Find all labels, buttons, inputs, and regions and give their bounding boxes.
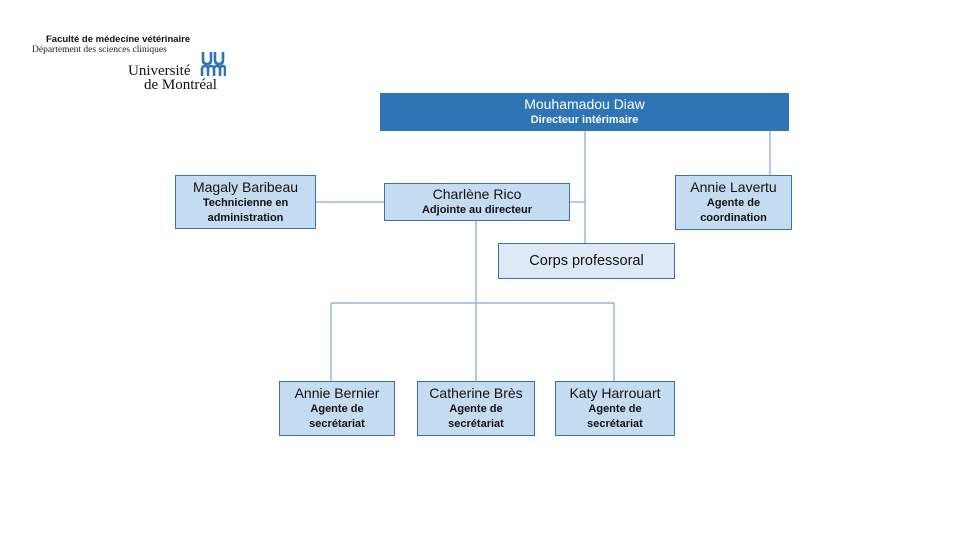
director-role: Directeur intérimaire (530, 114, 639, 126)
department-name: Département des sciences cliniques (32, 45, 167, 55)
technician-box: Magaly Baribeau Technicienne en administ… (175, 175, 316, 229)
technician-name: Magaly Baribeau (192, 178, 299, 195)
director-name: Mouhamadou Diaw (524, 96, 645, 112)
university-logo: Faculté de médecine vétérinaire Départem… (30, 32, 230, 96)
technician-role-line2: administration (207, 211, 284, 224)
assistant-box: Charlène Rico Adjointe au directeur (384, 183, 570, 221)
coordinator-name: Annie Lavertu (690, 179, 777, 195)
secretary-box-1: Annie Bernier Agente de secrétariat (279, 381, 395, 436)
faculty-name: Faculté de médecine vétérinaire (46, 34, 191, 45)
udem-logo-icon (200, 52, 226, 76)
secretary-role-line1: Agente de (310, 403, 364, 415)
coordinator-role-line1: Agente de (706, 197, 761, 209)
secretary-role-line2: secrétariat (587, 418, 643, 430)
university-name-line2: de Montréal (144, 77, 217, 93)
secretary-box-3: Katy Harrouart Agente de secrétariat (555, 381, 675, 436)
secretary-name: Annie Bernier (294, 385, 380, 401)
secretary-role-line2: secrétariat (309, 418, 365, 430)
technician-role-line1: Technicienne en (202, 196, 289, 209)
coordinator-box: Annie Lavertu Agente de coordination (675, 175, 792, 230)
faculty-body-box: Corps professoral (498, 243, 675, 279)
assistant-role: Adjointe au directeur (421, 204, 533, 216)
secretary-role-line1: Agente de (588, 403, 642, 415)
secretary-role-line1: Agente de (449, 403, 503, 415)
secretary-name: Katy Harrouart (569, 385, 661, 401)
assistant-name: Charlène Rico (432, 186, 522, 202)
faculty-body-name: Corps professoral (529, 252, 644, 269)
secretary-name: Catherine Brès (429, 385, 523, 401)
secretary-box-2: Catherine Brès Agente de secrétariat (417, 381, 535, 436)
secretary-role-line2: secrétariat (448, 418, 504, 430)
university-name-line1: Université (128, 63, 191, 79)
coordinator-role-line2: coordination (700, 212, 767, 224)
director-box: Mouhamadou Diaw Directeur intérimaire (380, 93, 789, 131)
